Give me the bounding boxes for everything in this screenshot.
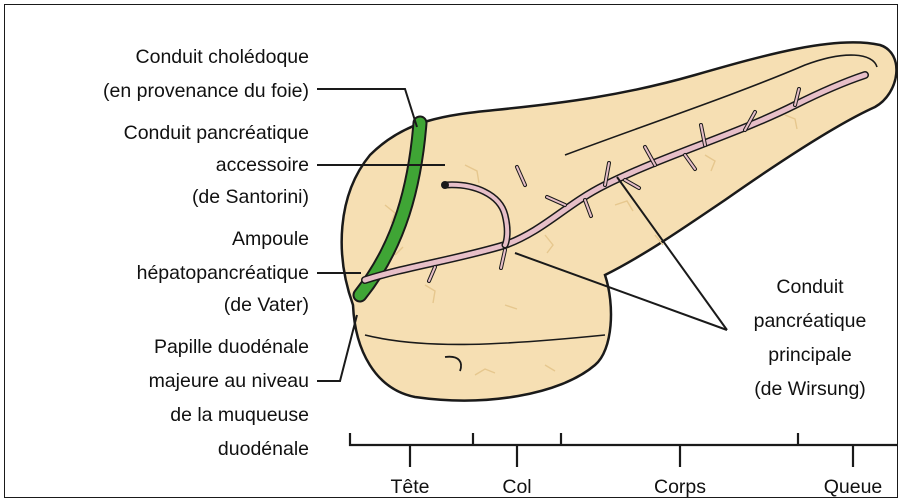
svg-text:Conduit pancréatique: Conduit pancréatique	[124, 122, 309, 144]
region-tete: Tête	[390, 476, 429, 498]
svg-text:hépatopancréatique: hépatopancréatique	[137, 262, 309, 284]
svg-text:Papille duodénale: Papille duodénale	[154, 336, 309, 358]
label-choledoque: Conduit cholédoque (en provenance du foi…	[103, 46, 309, 102]
svg-text:(de Vater): (de Vater)	[224, 294, 309, 316]
svg-text:(de Santorini): (de Santorini)	[192, 186, 309, 208]
svg-text:Conduit cholédoque: Conduit cholédoque	[136, 46, 309, 68]
svg-text:Ampoule: Ampoule	[232, 228, 309, 250]
svg-text:de la muqueuse: de la muqueuse	[170, 404, 309, 426]
svg-text:(en provenance du foie): (en provenance du foie)	[103, 80, 309, 102]
svg-text:(de Wirsung): (de Wirsung)	[754, 378, 866, 400]
label-papille: Papille duodénale majeure au niveau de l…	[149, 336, 309, 460]
svg-text:duodénale: duodénale	[218, 438, 309, 460]
svg-text:Conduit: Conduit	[776, 276, 844, 298]
svg-text:accessoire: accessoire	[216, 154, 309, 176]
svg-text:pancréatique: pancréatique	[754, 310, 867, 332]
diagram-frame: Conduit cholédoque (en provenance du foi…	[4, 4, 898, 498]
region-ruler	[350, 433, 898, 467]
region-corps: Corps	[654, 476, 706, 498]
svg-text:principale: principale	[768, 344, 851, 366]
region-col: Col	[502, 476, 531, 498]
pancreas-diagram: Conduit cholédoque (en provenance du foi…	[5, 5, 898, 498]
label-wirsung: Conduit pancréatique principale (de Wirs…	[754, 276, 867, 400]
label-ampoule: Ampoule hépatopancréatique (de Vater)	[137, 228, 309, 316]
region-queue: Queue	[824, 476, 883, 498]
label-accessoire: Conduit pancréatique accessoire (de Sant…	[124, 122, 309, 208]
svg-text:majeure au niveau: majeure au niveau	[149, 370, 309, 392]
